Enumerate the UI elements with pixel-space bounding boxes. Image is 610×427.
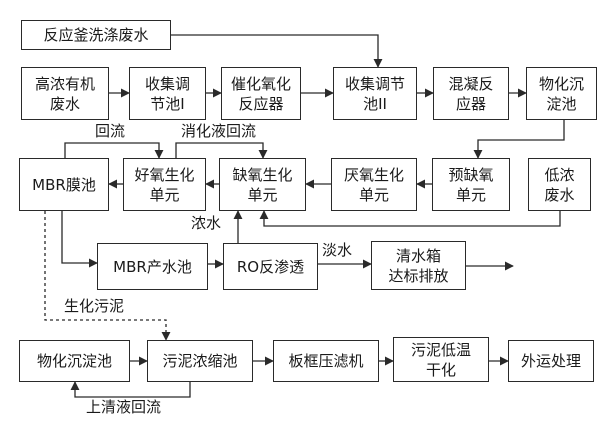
- label-nitrified-liquid-return: 消化液回流: [181, 122, 257, 140]
- node-anoxic-unit: 缺氧生化 单元: [219, 158, 306, 211]
- arrow-settling-to-preanoxic: [473, 120, 565, 159]
- node-coagulation-reactor: 混凝反 应器: [433, 67, 509, 120]
- arrow-sludge-mbr-to-thickener: [44, 211, 171, 341]
- label-concentrate: 浓水: [191, 214, 222, 232]
- node-collection-tank-1: 收集调 节池I: [129, 67, 206, 120]
- node-clean-water-tank: 清水箱 达标排放: [371, 241, 466, 290]
- node-plate-frame-filter-press: 板框压滤机: [273, 340, 379, 382]
- node-sludge-low-temp-dryer: 污泥低温 干化: [393, 337, 489, 382]
- node-low-conc-wastewater: 低浓 废水: [528, 158, 591, 211]
- node-high-conc-organic-wastewater: 高浓有机 废水: [21, 67, 109, 120]
- label-return-flow: 回流: [95, 122, 126, 140]
- node-reactor-wash-wastewater: 反应釜洗涤废水: [21, 20, 171, 50]
- node-aerobic-unit: 好氧生化 单元: [123, 158, 206, 211]
- label-fresh-water: 淡水: [322, 241, 353, 259]
- arrow-nitrified-return: [175, 142, 268, 159]
- node-offsite-disposal: 外运处理: [508, 340, 594, 382]
- arrow-wash-to-tank2: [171, 34, 383, 68]
- node-pre-anoxic-unit: 预缺氧 单元: [432, 158, 510, 211]
- label-supernatant-return: 上清液回流: [86, 398, 162, 416]
- node-physchem-settling-tank-top: 物化沉 淀池: [526, 67, 597, 120]
- node-ro-unit: RO反渗透: [223, 243, 318, 290]
- label-biochemical-sludge: 生化污泥: [64, 297, 125, 315]
- arrow-mbr-to-effluent: [61, 211, 98, 268]
- node-catalytic-oxidation-reactor: 催化氧化 反应器: [221, 67, 301, 120]
- node-sludge-thickener: 污泥浓缩池: [147, 340, 253, 382]
- node-anaerobic-unit: 厌氧生化 单元: [331, 158, 417, 211]
- node-physchem-settling-tank-bottom: 物化沉淀池: [19, 340, 130, 382]
- node-collection-tank-2: 收集调节 池II: [333, 67, 417, 120]
- node-mbr-tank: MBR膜池: [19, 158, 109, 211]
- node-mbr-effluent-tank: MBR产水池: [97, 243, 208, 290]
- arrow-return-mbr-to-aerobic: [64, 142, 164, 159]
- arrow-supernatant-return: [70, 381, 191, 398]
- arrow-lowconc-to-anoxic: [259, 210, 561, 227]
